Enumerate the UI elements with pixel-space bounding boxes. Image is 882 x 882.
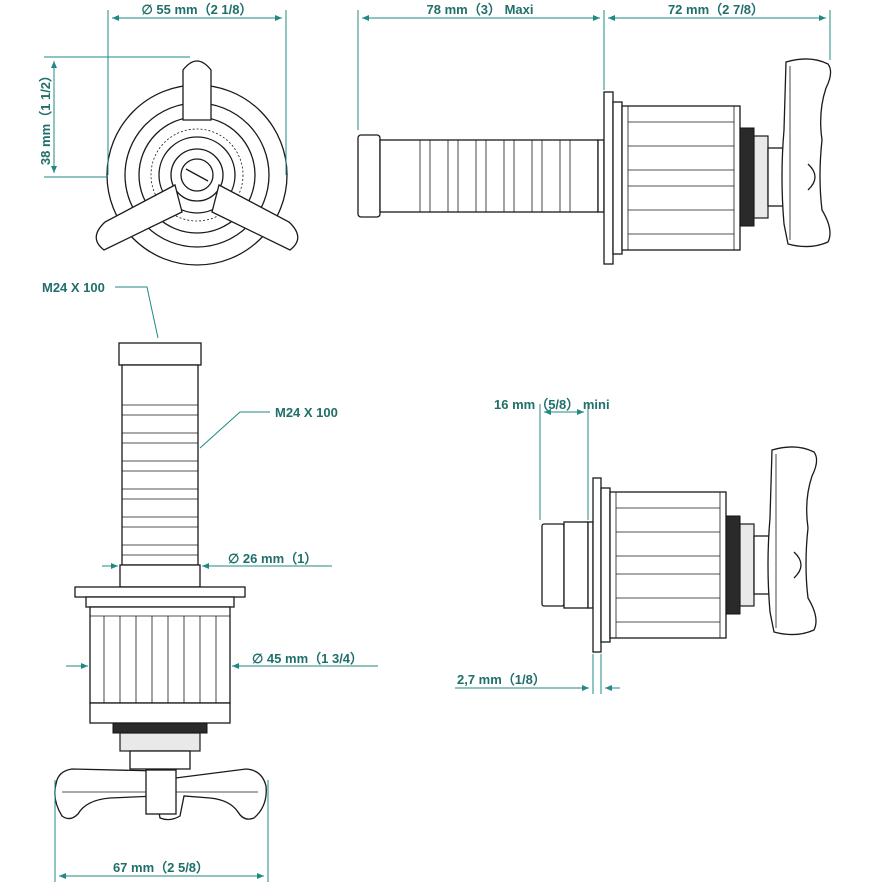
front-view-tri-handle [95,60,299,251]
maxi-length-dimension: 78 mm（3） Maxi [357,2,605,130]
front-view-diameter-dimension: ∅ 55 mm（2 1/8） [107,2,287,175]
mini-flange-label: 2,7 mm（1/8） [457,672,546,687]
mini-flange [587,477,602,653]
mini-nut [725,515,755,615]
mini-length-label: 16 mm（5/8） mini [494,397,610,412]
thread-top-label: M24 X 100 [42,280,105,295]
maxi-threaded-shaft [357,134,599,218]
mini-stub-shaft [541,521,589,609]
mini-length-dimension: 16 mm（5/8） mini [494,397,610,520]
vertical-view: M24 X 100 M24 X 100 ∅ 26 mm（1） ∅ 45 mm（1… [42,280,378,882]
front-diameter-label: ∅ 55 mm（2 1/8） [141,2,252,17]
vertical-nut [112,722,208,770]
vertical-handle-width-dimension: 67 mm（2 5/8） [54,780,269,882]
vertical-shaft-diameter-dimension: ∅ 26 mm（1） [102,551,332,569]
maxi-handle-label: 72 mm（2 7/8） [668,2,764,17]
side-view-maxi: 78 mm（3） Maxi 72 mm（2 7/8） [357,2,832,265]
maxi-ribbed-body [612,101,741,255]
shaft-diameter-label: ∅ 26 mm（1） [228,551,317,566]
vertical-thread-top-leader: M24 X 100 [42,280,159,339]
maxi-flange [597,91,614,265]
body-diameter-label: ∅ 45 mm（1 3/4） [252,651,363,666]
vertical-body-diameter-dimension: ∅ 45 mm（1 3/4） [66,651,378,669]
vertical-thread-side-leader: M24 X 100 [199,405,338,449]
handle-width-label: 67 mm（2 5/8） [113,860,209,875]
front-height-label: 38 mm（1 1/2） [38,69,53,165]
maxi-nut [739,127,769,227]
maxi-handle-dimension: 72 mm（2 7/8） [608,2,831,60]
maxi-length-label: 78 mm（3） Maxi [427,2,534,17]
mini-knob [753,446,818,636]
mini-ribbed-body [600,487,727,643]
vertical-ribbed-body [89,606,231,724]
vertical-knob [54,768,267,821]
thread-side-label: M24 X 100 [275,405,338,420]
front-view: ∅ 55 mm（2 1/8） 38 mm（1 1/2） [38,2,299,266]
maxi-knob [767,58,832,248]
mini-flange-dimension: 2,7 mm（1/8） [455,654,620,694]
vertical-flange [74,586,246,608]
side-view-mini: 16 mm（5/8） mini 2,7 mm（1/8） [455,397,818,694]
vertical-collar [119,564,201,588]
vertical-threaded-shaft [118,342,202,566]
front-view-height-dimension: 38 mm（1 1/2） [38,56,190,178]
